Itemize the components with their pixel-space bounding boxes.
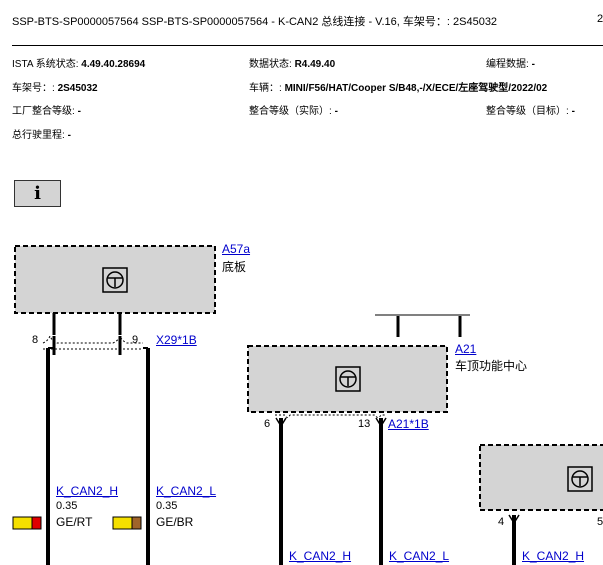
wire-4-signal-link[interactable]: K_CAN2_L [389, 549, 450, 563]
connector-x29-link[interactable]: X29*1B [156, 333, 197, 347]
wire-color-swatch-ge-rt-red [31, 516, 42, 530]
a21-pin-6-label: 6 [264, 418, 271, 430]
a21-component-name: 车顶功能中心 [455, 359, 528, 373]
wire-2-size: 0.35 [156, 500, 178, 512]
wire-3-signal-link[interactable]: K_CAN2_H [289, 549, 352, 563]
programming-data: 编程数据: - [486, 59, 535, 70]
connector-a21-link[interactable]: A21*1B [388, 417, 429, 431]
document-title: SSP-BTS-SP0000057564 SSP-BTS-SP000005756… [12, 16, 498, 28]
header-divider [12, 45, 603, 46]
third-pin-5-label: 5 [597, 516, 603, 528]
actual-integration-level: 整合等级（实际）: - [249, 106, 338, 117]
vehicle: 车辆：: MINI/F56/HAT/Cooper S/B48,-/X/ECE/左… [249, 83, 548, 94]
data-status: 数据状态: R4.49.40 [249, 59, 336, 70]
factory-integration-level: 工厂整合等级: - [12, 106, 81, 117]
a57a-component-name: 底板 [222, 260, 247, 274]
connector-a21-outline [275, 414, 385, 418]
third-pin-4-label: 4 [498, 516, 505, 528]
wire-color-swatch-ge-rt-yellow [12, 516, 33, 530]
wire-1-color: GE/RT [56, 515, 93, 529]
wire-color-swatch-ge-br-brown [131, 516, 142, 530]
connector-x29-outline [42, 334, 143, 350]
a57a-pin-9-label: 9 [132, 334, 139, 346]
module-third-icon [567, 466, 593, 492]
a21-component-link[interactable]: A21 [455, 342, 477, 356]
wire-5-signal-link[interactable]: K_CAN2_H [522, 549, 585, 563]
total-mileage: 总行驶里程: - [12, 130, 71, 141]
a57a-pin-8-label: 8 [32, 334, 39, 346]
page-number: 2 [597, 13, 603, 25]
target-integration-level: 整合等级（目标）: - [486, 106, 575, 117]
a57a-component-link[interactable]: A57a [222, 242, 251, 256]
ista-status: ISTA 系统状态: 4.49.40.28694 [12, 59, 146, 70]
module-third-box [479, 444, 603, 511]
vin: 车架号：: 2S45032 [12, 83, 98, 94]
wire-1-signal-link[interactable]: K_CAN2_H [56, 484, 119, 498]
wire-2-color: GE/BR [156, 515, 194, 529]
module-a57a-icon [102, 267, 128, 293]
module-a21-icon [335, 366, 361, 392]
a21-pin-13-label: 13 [358, 418, 371, 430]
wire-color-swatch-ge-br-yellow [112, 516, 133, 530]
wire-2-signal-link[interactable]: K_CAN2_L [156, 484, 217, 498]
info-icon[interactable]: i [14, 180, 61, 207]
wire-1-size: 0.35 [56, 500, 78, 512]
